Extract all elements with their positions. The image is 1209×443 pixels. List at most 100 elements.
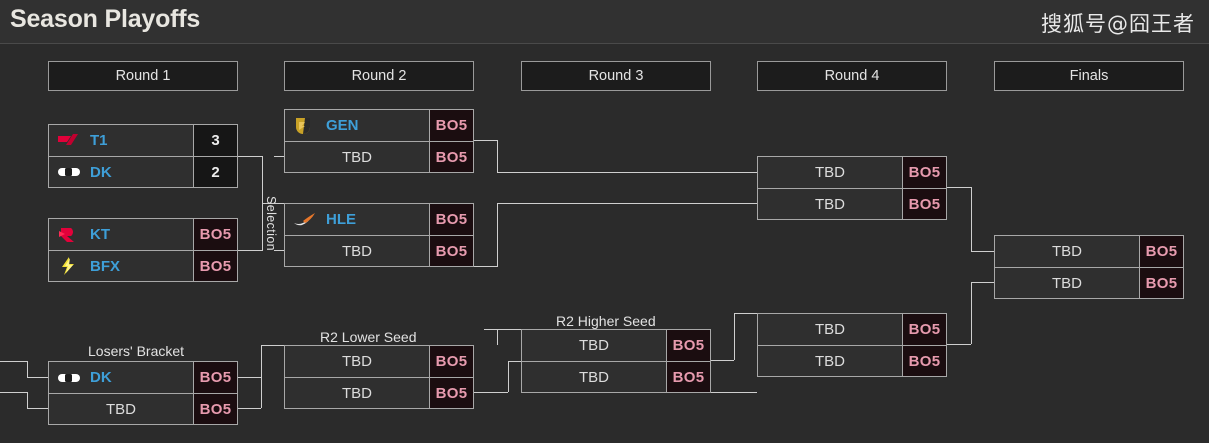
team-name: TBD — [1052, 243, 1082, 260]
match-slot[interactable]: TBD BO5 — [758, 188, 946, 219]
connector — [497, 172, 757, 173]
match-format: BO5 — [429, 142, 473, 172]
team-name: TBD — [342, 384, 372, 402]
match-slot[interactable]: HLE BO5 — [285, 204, 473, 235]
match-slot[interactable]: TBD BO5 — [285, 346, 473, 377]
round-header-finals[interactable]: Finals — [994, 61, 1184, 91]
connector — [274, 156, 284, 157]
match-format: BO5 — [193, 362, 237, 393]
match-score: 3 — [193, 125, 237, 156]
match-slot[interactable]: BFX BO5 — [49, 250, 237, 281]
team-entry: TBD — [758, 314, 902, 345]
match-losers-1[interactable]: DK BO5 TBD BO5 — [48, 361, 238, 425]
match-finals[interactable]: TBD BO5 TBD BO5 — [994, 235, 1184, 299]
match-r2-2[interactable]: HLE BO5 TBD BO5 — [284, 203, 474, 267]
match-slot[interactable]: TBD BO5 — [285, 377, 473, 408]
round-header-3[interactable]: Round 3 — [521, 61, 711, 91]
match-slot[interactable]: TBD BO5 — [995, 236, 1183, 267]
match-r2-higher-seed[interactable]: TBD BO5 TBD BO5 — [521, 329, 711, 393]
match-slot[interactable]: TBD BO5 — [995, 267, 1183, 298]
selection-label: Selection — [264, 196, 278, 252]
team-name: T1 — [90, 132, 108, 149]
team-name: BFX — [90, 257, 120, 275]
connector — [0, 361, 27, 362]
match-format: BO5 — [429, 110, 473, 141]
match-format: BO5 — [193, 251, 237, 281]
match-slot[interactable]: TBD BO5 — [758, 345, 946, 376]
match-format: BO5 — [902, 157, 946, 188]
connector — [947, 344, 971, 345]
connector — [734, 313, 735, 360]
team-name: DK — [90, 369, 112, 386]
team-name: TBD — [579, 337, 609, 354]
match-slot[interactable]: T1 3 — [49, 125, 237, 156]
match-format: BO5 — [902, 314, 946, 345]
team-entry: BFX — [49, 251, 193, 281]
match-r2-lower-seed[interactable]: TBD BO5 TBD BO5 — [284, 345, 474, 409]
match-slot[interactable]: DK 2 — [49, 156, 237, 187]
connector — [497, 329, 521, 330]
gen-logo — [293, 116, 317, 136]
connector — [971, 187, 972, 251]
losers-bracket-label: Losers' Bracket — [88, 343, 185, 359]
connector — [497, 203, 757, 204]
match-format: BO5 — [902, 346, 946, 376]
connector — [700, 392, 757, 393]
connector — [27, 377, 48, 378]
connector — [497, 140, 498, 172]
team-name: TBD — [1052, 274, 1082, 292]
connector — [971, 282, 994, 283]
r2-higher-seed-label: R2 Higher Seed — [556, 313, 656, 329]
match-slot[interactable]: TBD BO5 — [758, 157, 946, 188]
match-score: 2 — [193, 157, 237, 187]
team-name: DK — [90, 163, 112, 181]
connector — [261, 377, 262, 408]
round-header-4[interactable]: Round 4 — [757, 61, 947, 91]
connector — [274, 250, 284, 251]
match-slot[interactable]: TBD BO5 — [522, 330, 710, 361]
match-format: BO5 — [1139, 268, 1183, 298]
title-bar: Season Playoffs 搜狐号@囧王者 — [0, 0, 1209, 44]
match-r4-lower[interactable]: TBD BO5 TBD BO5 — [757, 313, 947, 377]
match-slot[interactable]: TBD BO5 — [285, 141, 473, 172]
connector — [508, 361, 509, 392]
team-entry: TBD — [758, 346, 902, 376]
team-entry: TBD — [285, 236, 429, 266]
watermark: 搜狐号@囧王者 — [1041, 12, 1195, 36]
round-header-2[interactable]: Round 2 — [284, 61, 474, 91]
team-name: GEN — [326, 117, 359, 134]
match-r4-upper[interactable]: TBD BO5 TBD BO5 — [757, 156, 947, 220]
connector — [261, 345, 284, 346]
match-format: BO5 — [902, 189, 946, 219]
connector — [971, 251, 994, 252]
team-name: KT — [90, 226, 110, 243]
match-r1-1[interactable]: T1 3 DK 2 — [48, 124, 238, 188]
team-entry: TBD — [995, 268, 1139, 298]
connector — [711, 360, 734, 361]
connector — [474, 266, 498, 267]
match-slot[interactable]: TBD BO5 — [49, 393, 237, 424]
team-entry: KT — [49, 219, 193, 250]
team-entry: TBD — [522, 362, 666, 392]
t1-logo — [57, 131, 81, 151]
team-entry: T1 — [49, 125, 193, 156]
match-slot[interactable]: TBD BO5 — [285, 235, 473, 266]
match-r2-1[interactable]: GEN BO5 TBD BO5 — [284, 109, 474, 173]
match-slot[interactable]: DK BO5 — [49, 362, 237, 393]
team-entry: TBD — [995, 236, 1139, 267]
match-slot[interactable]: TBD BO5 — [758, 314, 946, 345]
match-r1-2[interactable]: KT BO5 BFX BO5 — [48, 218, 238, 282]
dk-logo — [57, 162, 81, 182]
connector — [27, 361, 28, 377]
match-slot[interactable]: GEN BO5 — [285, 110, 473, 141]
round-header-1[interactable]: Round 1 — [48, 61, 238, 91]
team-name: TBD — [342, 353, 372, 370]
connector — [484, 329, 497, 330]
connector — [734, 313, 757, 314]
match-format: BO5 — [666, 362, 710, 392]
match-slot[interactable]: KT BO5 — [49, 219, 237, 250]
team-entry: TBD — [285, 346, 429, 377]
connector — [0, 392, 27, 393]
match-slot[interactable]: TBD BO5 — [522, 361, 710, 392]
